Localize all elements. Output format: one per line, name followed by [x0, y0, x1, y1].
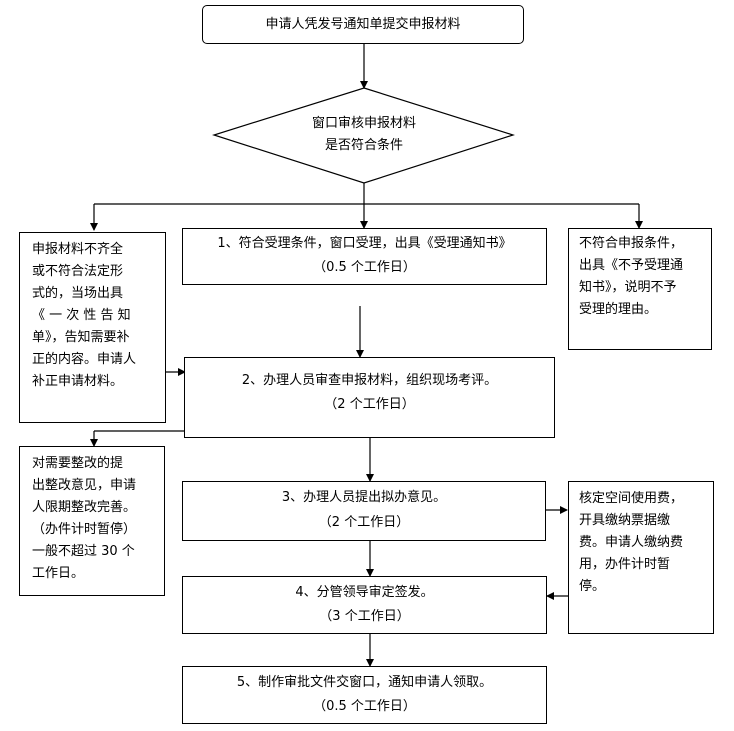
step4-box: 4、分管领导审定签发。 （3 个工作日） — [182, 576, 547, 634]
step5-box: 5、制作审批文件交窗口，通知申请人领取。 （0.5 个工作日） — [182, 666, 547, 724]
rectify-line-4: （办件计时暂停） — [32, 522, 137, 537]
decision-text: 窗口审核申报材料 是否符合条件 — [264, 113, 464, 157]
rectify-line-3: 人限期整改完善。 — [32, 500, 137, 515]
step3-box: 3、办理人员提出拟办意见。 （2 个工作日） — [182, 481, 546, 541]
step2-line-1: 2、办理人员审查申报材料，组织现场考评。 — [241, 373, 498, 388]
incomplete-line-6: 正的内容。申请人 — [32, 352, 137, 367]
step1-box: 1、符合受理条件，窗口受理，出具《受理通知书》 （0.5 个工作日） — [182, 228, 547, 285]
step5-line-2: （0.5 个工作日） — [313, 699, 416, 714]
reject-line-2: 出具《不予受理通 — [579, 258, 684, 273]
step3-line-1: 3、办理人员提出拟办意见。 — [281, 490, 447, 505]
incomplete-line-5: 单》，告知需要补 — [32, 330, 130, 345]
decision-line-2: 是否符合条件 — [324, 138, 403, 153]
rectification-box: 对需要整改的提 出整改意见，申请 人限期整改完善。 （办件计时暂停） 一般不超过… — [19, 446, 165, 596]
start-box: 申请人凭发号通知单提交申报材料 — [202, 5, 524, 44]
reject-line-4: 受理的理由。 — [579, 302, 658, 317]
fee-line-1: 核定空间使用费， — [579, 491, 684, 506]
fee-box: 核定空间使用费， 开具缴纳票据缴 费。申请人缴纳费 用，办件计时暂 停。 — [568, 481, 714, 634]
start-text: 申请人凭发号通知单提交申报材料 — [265, 17, 461, 32]
rectify-line-2: 出整改意见，申请 — [32, 478, 137, 493]
step4-line-2: （3 个工作日） — [319, 609, 410, 624]
step2-line-2: （2 个工作日） — [324, 397, 415, 412]
rectify-line-6: 工作日。 — [32, 566, 85, 581]
step1-line-2: （0.5 个工作日） — [313, 260, 416, 275]
step4-line-1: 4、分管领导审定签发。 — [295, 585, 434, 600]
fee-line-4: 用，办件计时暂 — [579, 557, 671, 572]
decision-line-1: 窗口审核申报材料 — [311, 116, 416, 131]
rectify-line-5: 一般不超过 30 个 — [32, 544, 135, 559]
reject-line-1: 不符合申报条件， — [579, 236, 684, 251]
reject-box: 不符合申报条件， 出具《不予受理通 知书》，说明不予 受理的理由。 — [568, 228, 712, 350]
step1-line-1: 1、符合受理条件，窗口受理，出具《受理通知书》 — [217, 236, 512, 251]
step3-line-2: （2 个工作日） — [318, 515, 410, 530]
fee-line-5: 停。 — [579, 579, 606, 594]
incomplete-line-4: 《 一 次 性 告 知 — [32, 308, 131, 323]
fee-line-3: 费。申请人缴纳费 — [579, 535, 684, 550]
reject-line-3: 知书》，说明不予 — [579, 280, 677, 295]
incomplete-line-3: 式的，当场出具 — [32, 286, 124, 301]
incomplete-line-7: 补正申请材料。 — [32, 374, 124, 389]
step5-line-1: 5、制作审批文件交窗口，通知申请人领取。 — [236, 675, 493, 690]
step2-box: 2、办理人员审查申报材料，组织现场考评。 （2 个工作日） — [184, 357, 555, 438]
incomplete-materials-box: 申报材料不齐全 或不符合法定形 式的，当场出具 《 一 次 性 告 知 单》，告… — [19, 232, 166, 423]
fee-line-2: 开具缴纳票据缴 — [579, 513, 671, 528]
incomplete-line-2: 或不符合法定形 — [32, 264, 124, 279]
incomplete-line-1: 申报材料不齐全 — [32, 242, 124, 257]
rectify-line-1: 对需要整改的提 — [32, 456, 124, 471]
